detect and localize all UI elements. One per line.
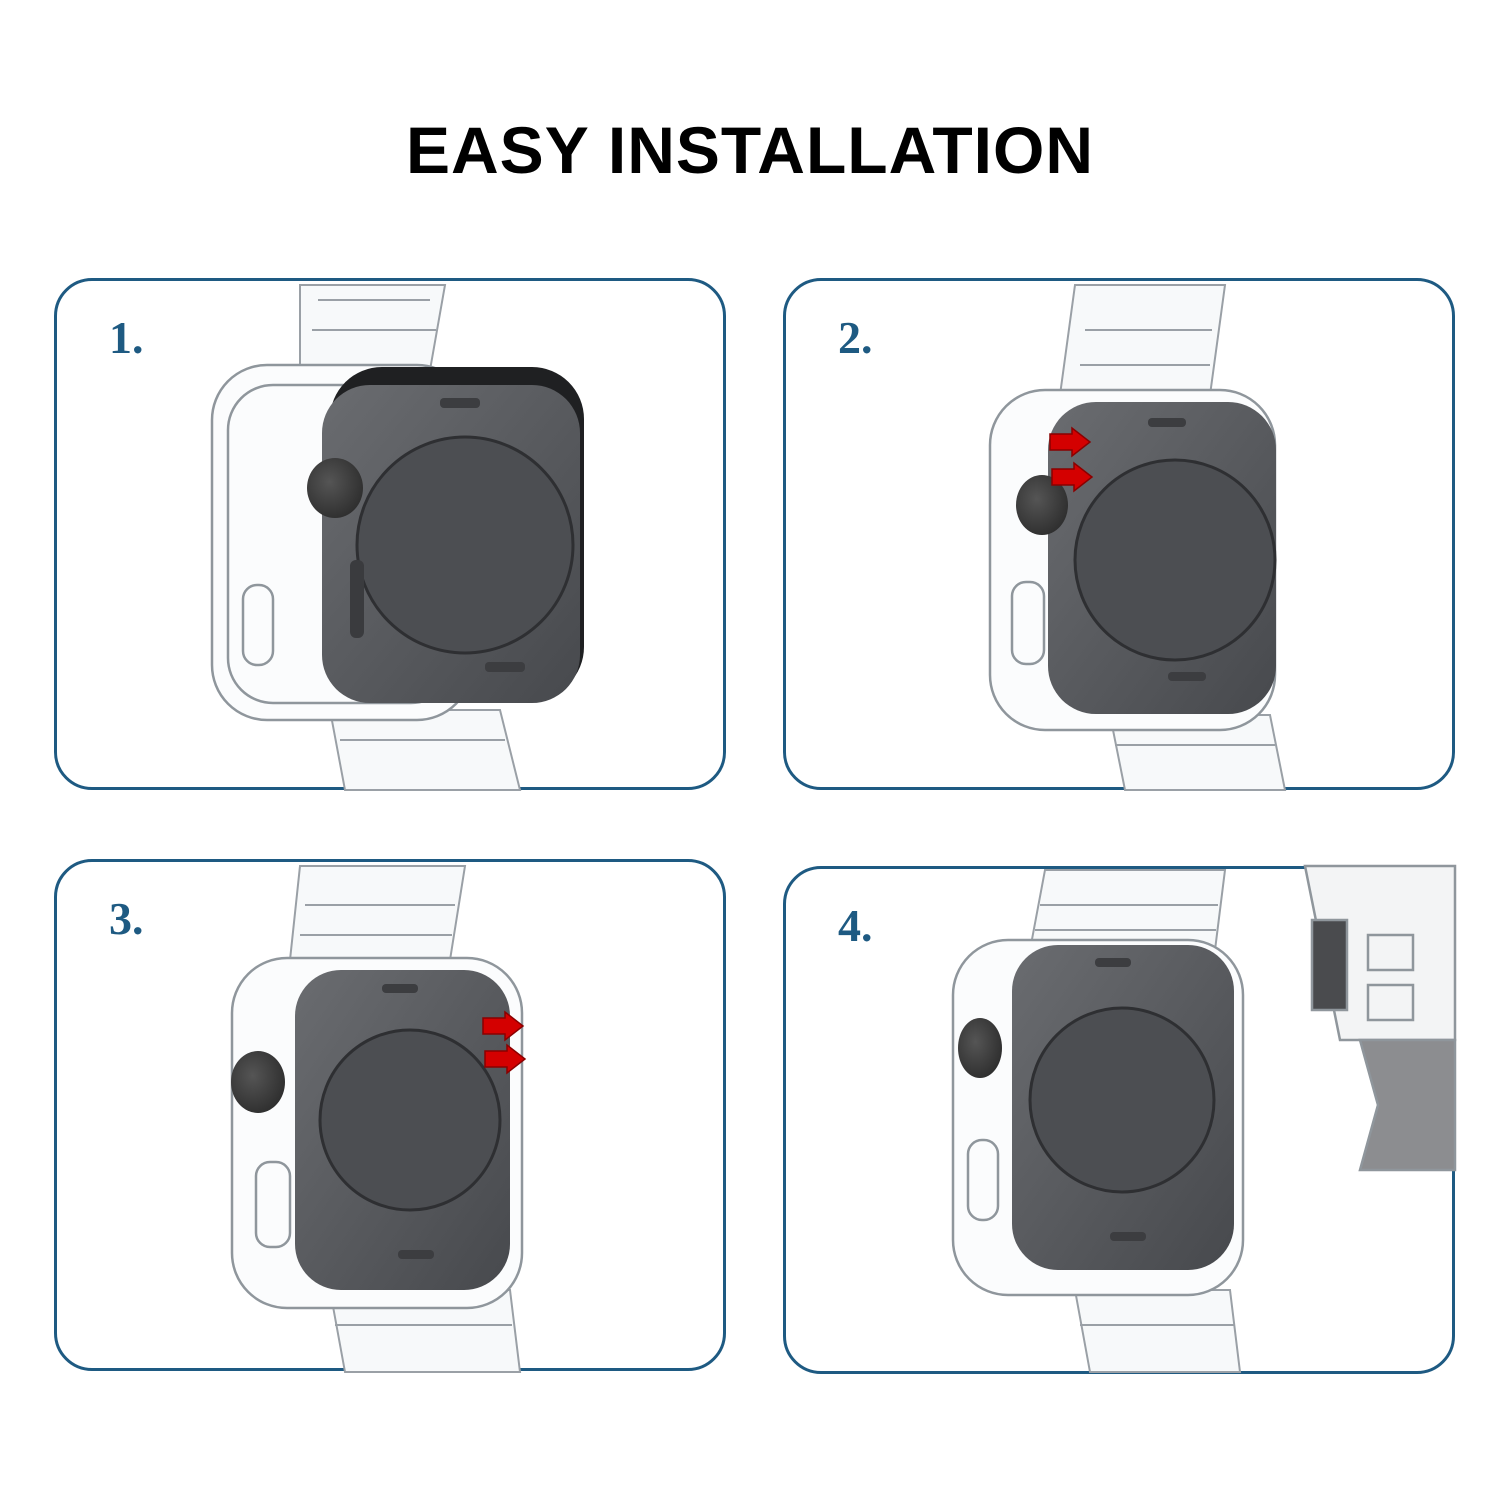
step-number: 4. [838, 900, 873, 951]
step-panel-1: 1. [54, 278, 726, 790]
step-number: 1. [109, 312, 144, 363]
page-title: EASY INSTALLATION [405, 113, 1095, 187]
step-panel-2: 2. [783, 278, 1455, 790]
step-number: 3. [109, 893, 144, 944]
step-panel-3: 3. [54, 859, 726, 1371]
step-panel-4: 4. [783, 866, 1455, 1374]
step-number: 2. [838, 312, 873, 363]
